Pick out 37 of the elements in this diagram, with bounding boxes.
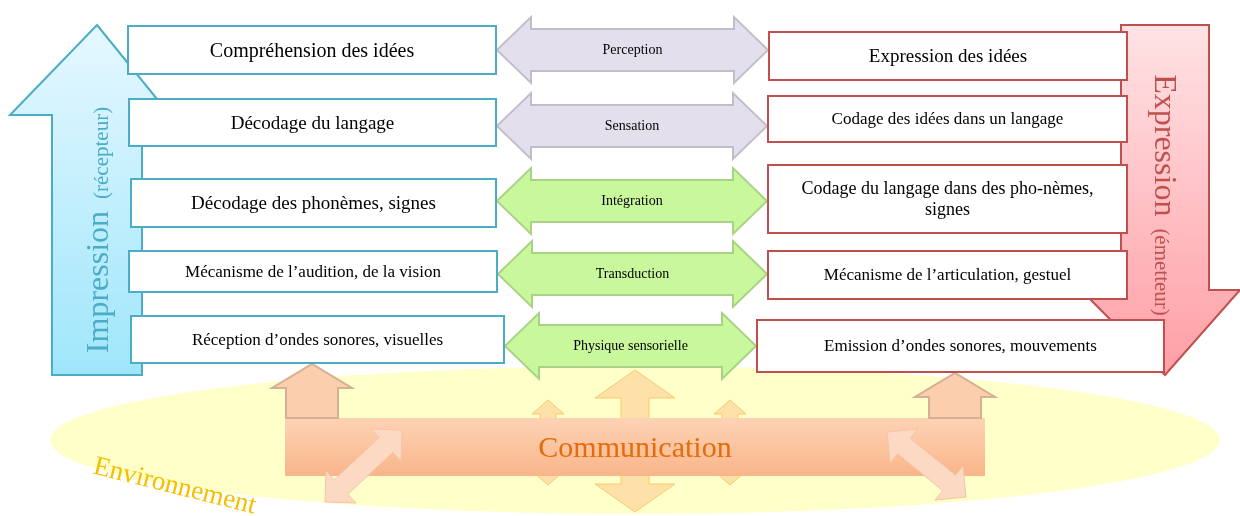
box-text: Décodage du langage [230,111,395,134]
box-text: Expression des idées [868,45,1028,67]
process-box [767,164,1128,234]
edge-label: Transduction [595,266,670,282]
box-text: Emission d’ondes sonores, mouvements [824,336,1097,356]
block-arrow [268,362,356,419]
process-box [767,95,1128,143]
box-text: Mécanisme de l’articulation, gestuel [823,265,1072,285]
edge-label: Perception [602,42,663,58]
process-box [768,31,1128,81]
box-text: Codage des idées dans un langage [831,109,1064,129]
block-arrow [503,310,758,382]
arrow-subtitle: (récepteur) [88,106,114,199]
communication-label: Communication [538,430,732,464]
process-box [127,25,497,75]
box-text: Décodage des phonèmes, signes [191,192,436,214]
edge-label: Intégration [601,193,663,209]
process-box [128,250,498,293]
process-box [130,315,505,364]
box-text: Compréhension des idées [209,38,415,62]
block-arrow [495,14,770,86]
arrow-subtitle: (émetteur) [1148,228,1174,316]
process-box [128,98,497,147]
block-arrow [495,165,769,237]
box-text: Réception d’ondes sonores, visuelles [191,329,444,350]
block-arrow [911,371,999,419]
edge-label: Physique sensorielle [573,338,688,354]
edge-label: Sensation [604,118,660,134]
process-box [767,250,1128,300]
block-arrow [495,90,769,162]
box-text: Codage du langage dans des pho-nèmes, signes [800,178,1095,220]
process-box [130,178,497,228]
process-box [756,319,1165,373]
arrow-title: Impression [78,210,116,354]
block-arrow [496,238,769,310]
box-text: Mécanisme de l’audition, de la vision [185,261,441,282]
arrow-title: Expression [1146,74,1184,217]
